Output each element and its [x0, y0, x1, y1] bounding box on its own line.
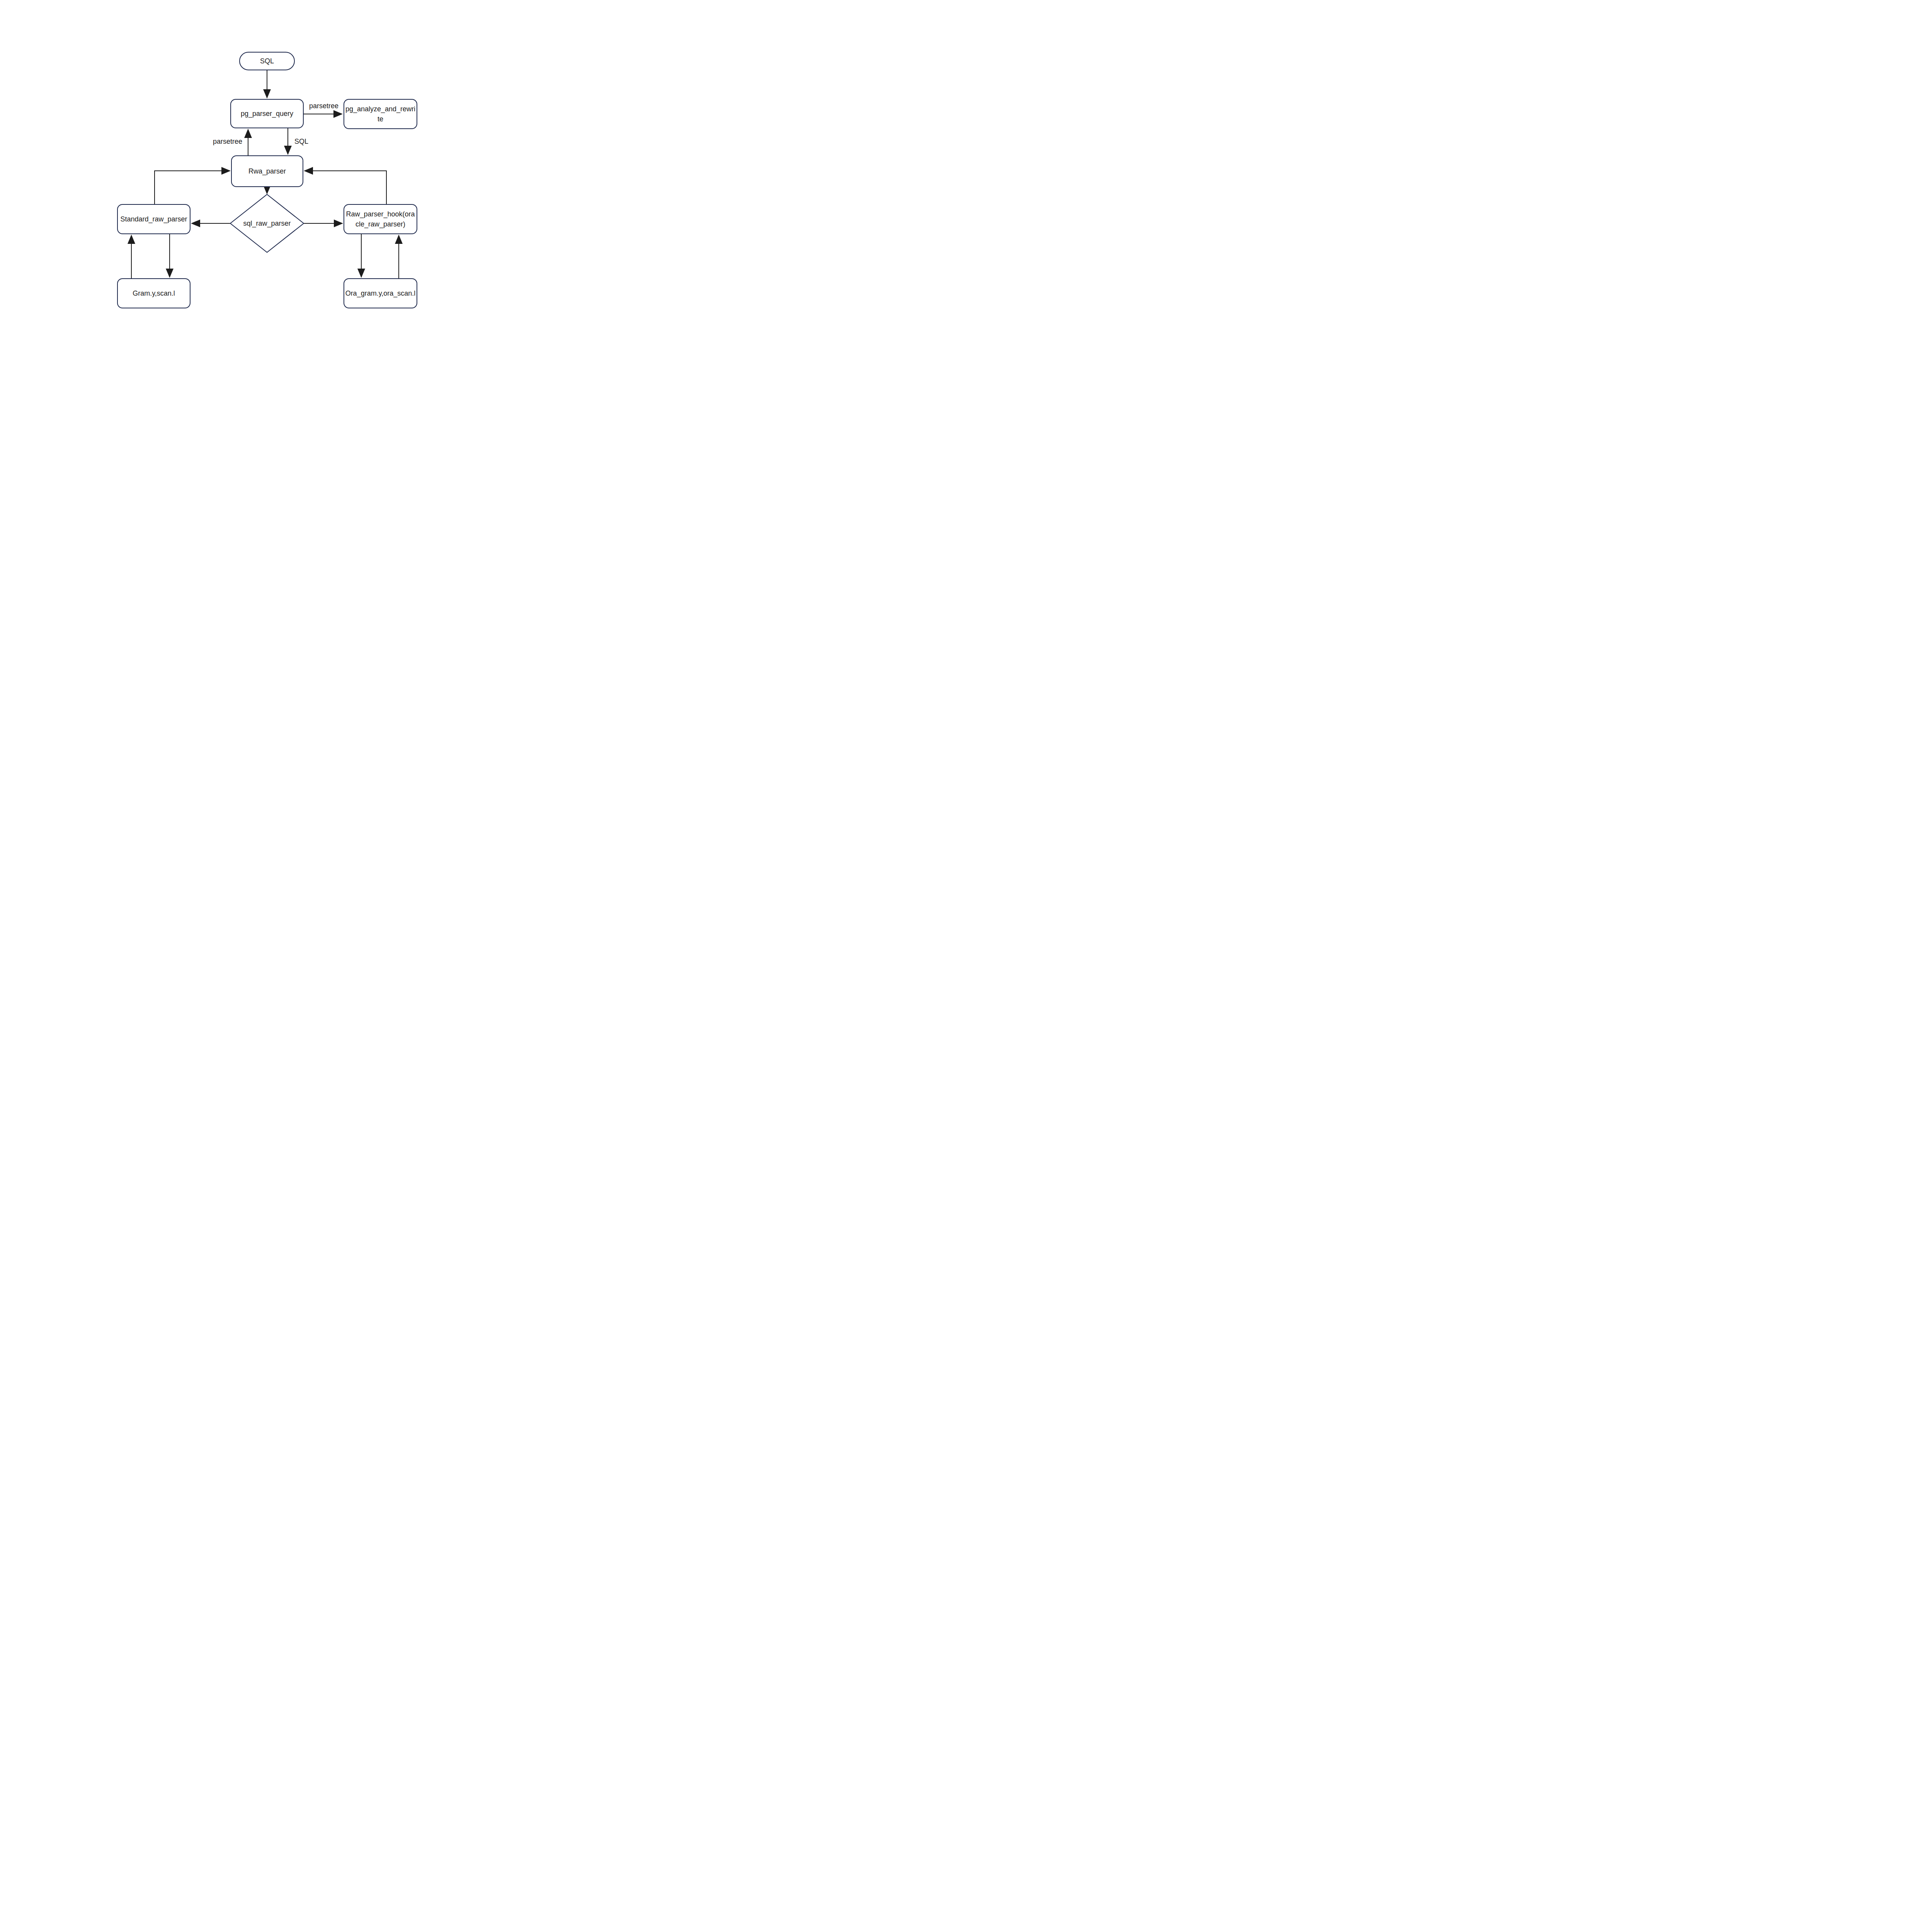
node-raw-parser-hook-label: Raw_parser_hook(oracle_raw_parser) [345, 209, 416, 229]
edge-label-sql-down: SQL [292, 138, 311, 145]
node-raw-parser-hook: Raw_parser_hook(oracle_raw_parser) [344, 204, 417, 234]
node-gram-scan-label: Gram.y,scan.l [119, 288, 189, 298]
edge-label-parsetree-up: parsetree [205, 138, 250, 145]
node-ora-gram-scan: Ora_gram.y,ora_scan.l [344, 278, 417, 308]
edge-label-parsetree-right: parsetree [304, 102, 343, 110]
edge-raw-parser-hook-to-rwa-parser [304, 171, 386, 204]
node-pg-parser-query: pg_parser_query [230, 99, 304, 128]
node-sql-start: SQL [239, 52, 295, 70]
flowchart-canvas: SQL pg_parser_query pg_analyze_and_rewri… [0, 0, 543, 384]
node-sql-start-label: SQL [241, 56, 293, 66]
node-standard-raw-parser-label: Standard_raw_parser [119, 214, 189, 224]
node-rwa-parser-label: Rwa_parser [233, 166, 302, 176]
node-gram-scan: Gram.y,scan.l [117, 278, 190, 308]
node-pg-analyze-and-rewrite-label: pg_analyze_and_rewrite [345, 104, 416, 124]
node-standard-raw-parser: Standard_raw_parser [117, 204, 190, 234]
node-ora-gram-scan-label: Ora_gram.y,ora_scan.l [345, 288, 416, 298]
node-rwa-parser: Rwa_parser [231, 155, 303, 187]
edge-standard-raw-parser-to-rwa-parser [155, 171, 230, 204]
node-pg-parser-query-label: pg_parser_query [232, 109, 302, 119]
node-pg-analyze-and-rewrite: pg_analyze_and_rewrite [344, 99, 417, 129]
decision-sql-raw-parser-label: sql_raw_parser [236, 220, 298, 227]
